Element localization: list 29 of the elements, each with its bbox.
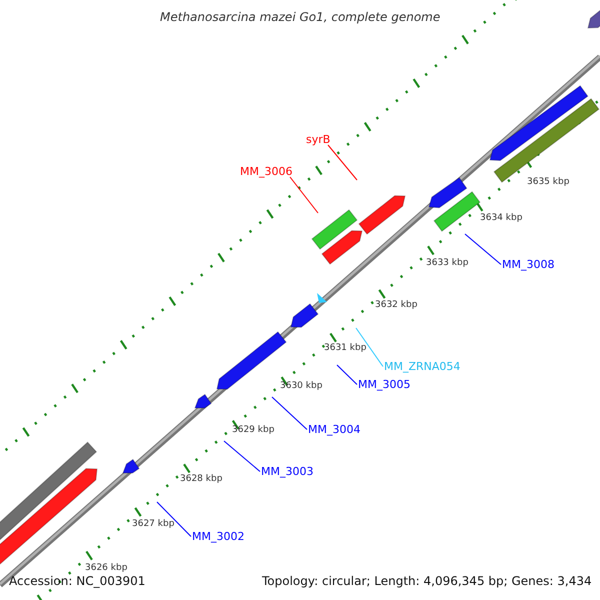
title: Methanosarcina mazei Go1, complete genome <box>160 11 440 23</box>
scale-label: 3632 kbp <box>375 301 418 310</box>
scale-label: 3626 kbp <box>85 564 128 573</box>
scale-label: 3629 kbp <box>232 426 274 435</box>
gene-label: MM_3002 <box>192 531 244 542</box>
scale-label: 3634 kbp <box>480 214 522 223</box>
scale-label: 3631 kbp <box>324 344 366 353</box>
leader-line <box>328 144 358 180</box>
gene-label: MM_ZRNA054 <box>384 361 460 372</box>
scale-label: 3633 kbp <box>426 259 468 268</box>
gene-label: syrB <box>306 134 330 145</box>
scale-label: 3627 kbp <box>132 520 174 529</box>
leader-line <box>156 502 192 537</box>
scale-label: 3628 kbp <box>180 475 222 484</box>
gene-label: MM_3004 <box>308 424 360 435</box>
accession-label: Accession: NC_003901 <box>9 575 146 587</box>
leader-line <box>224 440 260 472</box>
leader-line <box>272 396 308 430</box>
gene-label: MM_3003 <box>261 466 314 477</box>
gene-label: MM_3005 <box>358 379 410 390</box>
leader-line <box>290 176 318 214</box>
leader-line <box>464 234 502 265</box>
scale-label: 3630 kbp <box>280 382 322 391</box>
leader-line <box>356 328 384 367</box>
genome-info-label: Topology: circular; Length: 4,096,345 bp; Genes: 3,434 <box>262 575 592 587</box>
gene-label: MM_3008 <box>502 259 554 270</box>
leader-line <box>336 364 358 385</box>
gene-label: MM_3006 <box>240 166 292 177</box>
scale-label: 3635 kbp <box>527 178 570 187</box>
